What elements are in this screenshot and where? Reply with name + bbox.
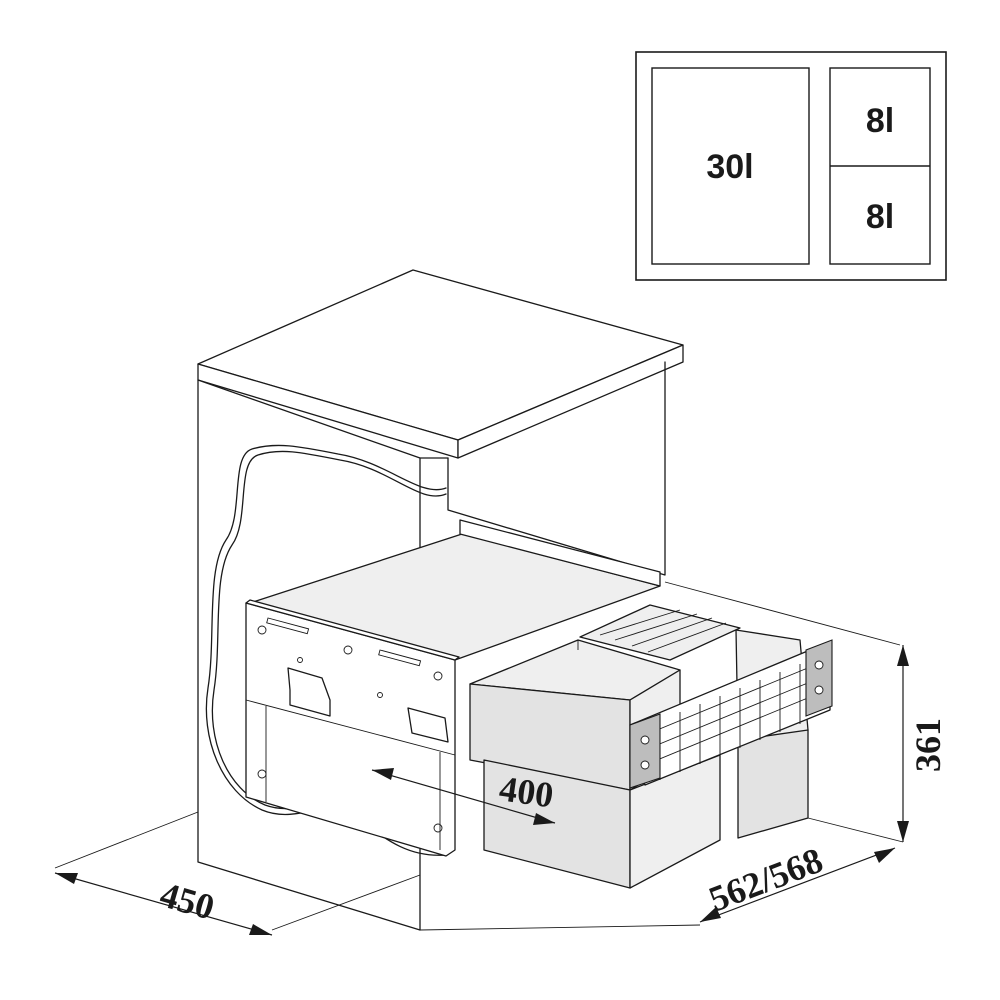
dimension-361: 361: [807, 645, 948, 843]
bracket-hole: [640, 735, 650, 745]
dim-562-line: [699, 847, 896, 923]
slot: [266, 617, 310, 635]
countertop-side-edge: [457, 344, 684, 459]
screw-hole: [377, 692, 383, 698]
dim-361-arrow-start: [897, 645, 909, 666]
drawer-frame: [245, 519, 661, 857]
dim-400-label: 400: [497, 768, 556, 815]
basket-bracket-rear: [805, 639, 833, 717]
dim-361-ext-bottom: [807, 817, 904, 843]
dim-361-arrow-end: [897, 821, 909, 842]
screw-hole: [433, 823, 443, 833]
small-bin-top-label: 8l: [866, 102, 894, 140]
lid-rib: [631, 617, 713, 647]
small-bin-lid: [579, 604, 741, 661]
dim-400-line: [371, 769, 556, 824]
lid-rib: [614, 613, 698, 641]
front-plate-top-edge: [245, 599, 460, 661]
screw-hole: [433, 671, 443, 681]
dim-562-arrow-start: [700, 907, 721, 922]
wire: [644, 694, 816, 766]
screw-hole: [257, 625, 267, 635]
screw-hole: [257, 769, 267, 779]
wire: [644, 664, 816, 736]
dim-361-label: 361: [908, 718, 948, 772]
bracket-hole: [814, 660, 824, 670]
dim-400-arrow-end: [533, 813, 555, 825]
slot: [378, 649, 422, 667]
dim-450-ext-left: [54, 811, 199, 869]
dim-562-ext-left: [419, 924, 701, 931]
capacity-legend: 30l 8l 8l: [635, 51, 947, 281]
screw-hole: [343, 645, 353, 655]
screw-hole: [297, 657, 303, 663]
dim-450-line: [54, 872, 273, 936]
wire-basket: [629, 639, 833, 789]
dim-450-label: 450: [156, 874, 219, 927]
dimension-400: 400: [371, 768, 556, 825]
dim-400-arrow-start: [372, 768, 394, 780]
lid-rib: [647, 622, 727, 653]
large-bin-outline: [651, 67, 810, 265]
bracket-left: [287, 667, 331, 717]
dim-562-ext-top: [664, 581, 901, 646]
dim-562-arrow-end: [874, 848, 895, 863]
bracket-hole: [814, 685, 824, 695]
drawer-rear-rail: [459, 519, 661, 587]
cabinet-rear-wall: [447, 361, 666, 576]
bracket-hole: [640, 760, 650, 770]
basket-bracket-front: [629, 713, 661, 789]
dim-450-ext-right: [271, 874, 421, 931]
wire: [644, 679, 816, 751]
lid-rib: [599, 609, 681, 636]
dim-562-label: 562/568: [704, 840, 829, 920]
small-bin-bottom-label: 8l: [866, 198, 894, 236]
bracket-right: [407, 707, 449, 743]
dim-450-arrow-start: [55, 873, 78, 884]
dim-450-arrow-end: [249, 924, 272, 935]
large-bin-label: 30l: [706, 148, 753, 186]
plate-split-line: [245, 699, 456, 756]
